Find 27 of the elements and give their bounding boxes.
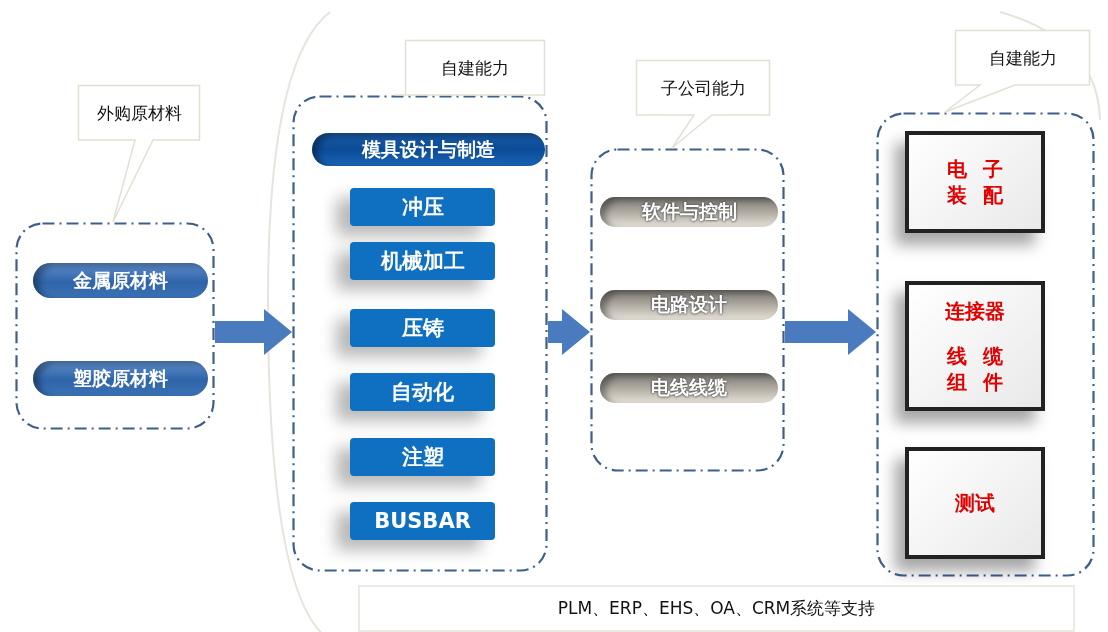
process-box: 压铸 xyxy=(350,309,495,347)
process-card xyxy=(905,131,1045,233)
card-text: 线缆组件 xyxy=(945,342,1020,395)
process-box: 注塑 xyxy=(350,438,495,476)
support-bar: PLM、ERP、EHS、OA、CRM系统等支持 xyxy=(358,585,1075,632)
process-box: 自动化 xyxy=(350,373,495,411)
callout-text: 自建能力 xyxy=(440,56,510,80)
callout-text: 外购原材料 xyxy=(95,101,183,125)
pill-label: 模具设计与制造 xyxy=(312,133,545,166)
block-arrow xyxy=(215,309,292,355)
pill-label: 电线线缆 xyxy=(600,373,778,403)
card-text: 电子装配 xyxy=(946,156,1020,208)
card-text: 连接器 xyxy=(945,297,1005,325)
process-box: 冲压 xyxy=(350,188,495,226)
process-box: 机械加工 xyxy=(350,242,495,280)
block-arrow xyxy=(785,309,876,355)
block-arrow xyxy=(548,309,590,355)
process-card xyxy=(905,447,1045,559)
pill-label: 软件与控制 xyxy=(600,197,778,227)
callout-text: 子公司能力 xyxy=(659,76,747,100)
pill-label: 金属原材料 xyxy=(33,263,208,298)
process-box: BUSBAR xyxy=(350,502,495,540)
card-text: 测试 xyxy=(955,489,995,517)
callout-text: 自建能力 xyxy=(987,46,1058,70)
pill-label: 电路设计 xyxy=(600,290,778,320)
process-card xyxy=(905,281,1045,411)
pill-label: 塑胶原材料 xyxy=(33,361,208,396)
